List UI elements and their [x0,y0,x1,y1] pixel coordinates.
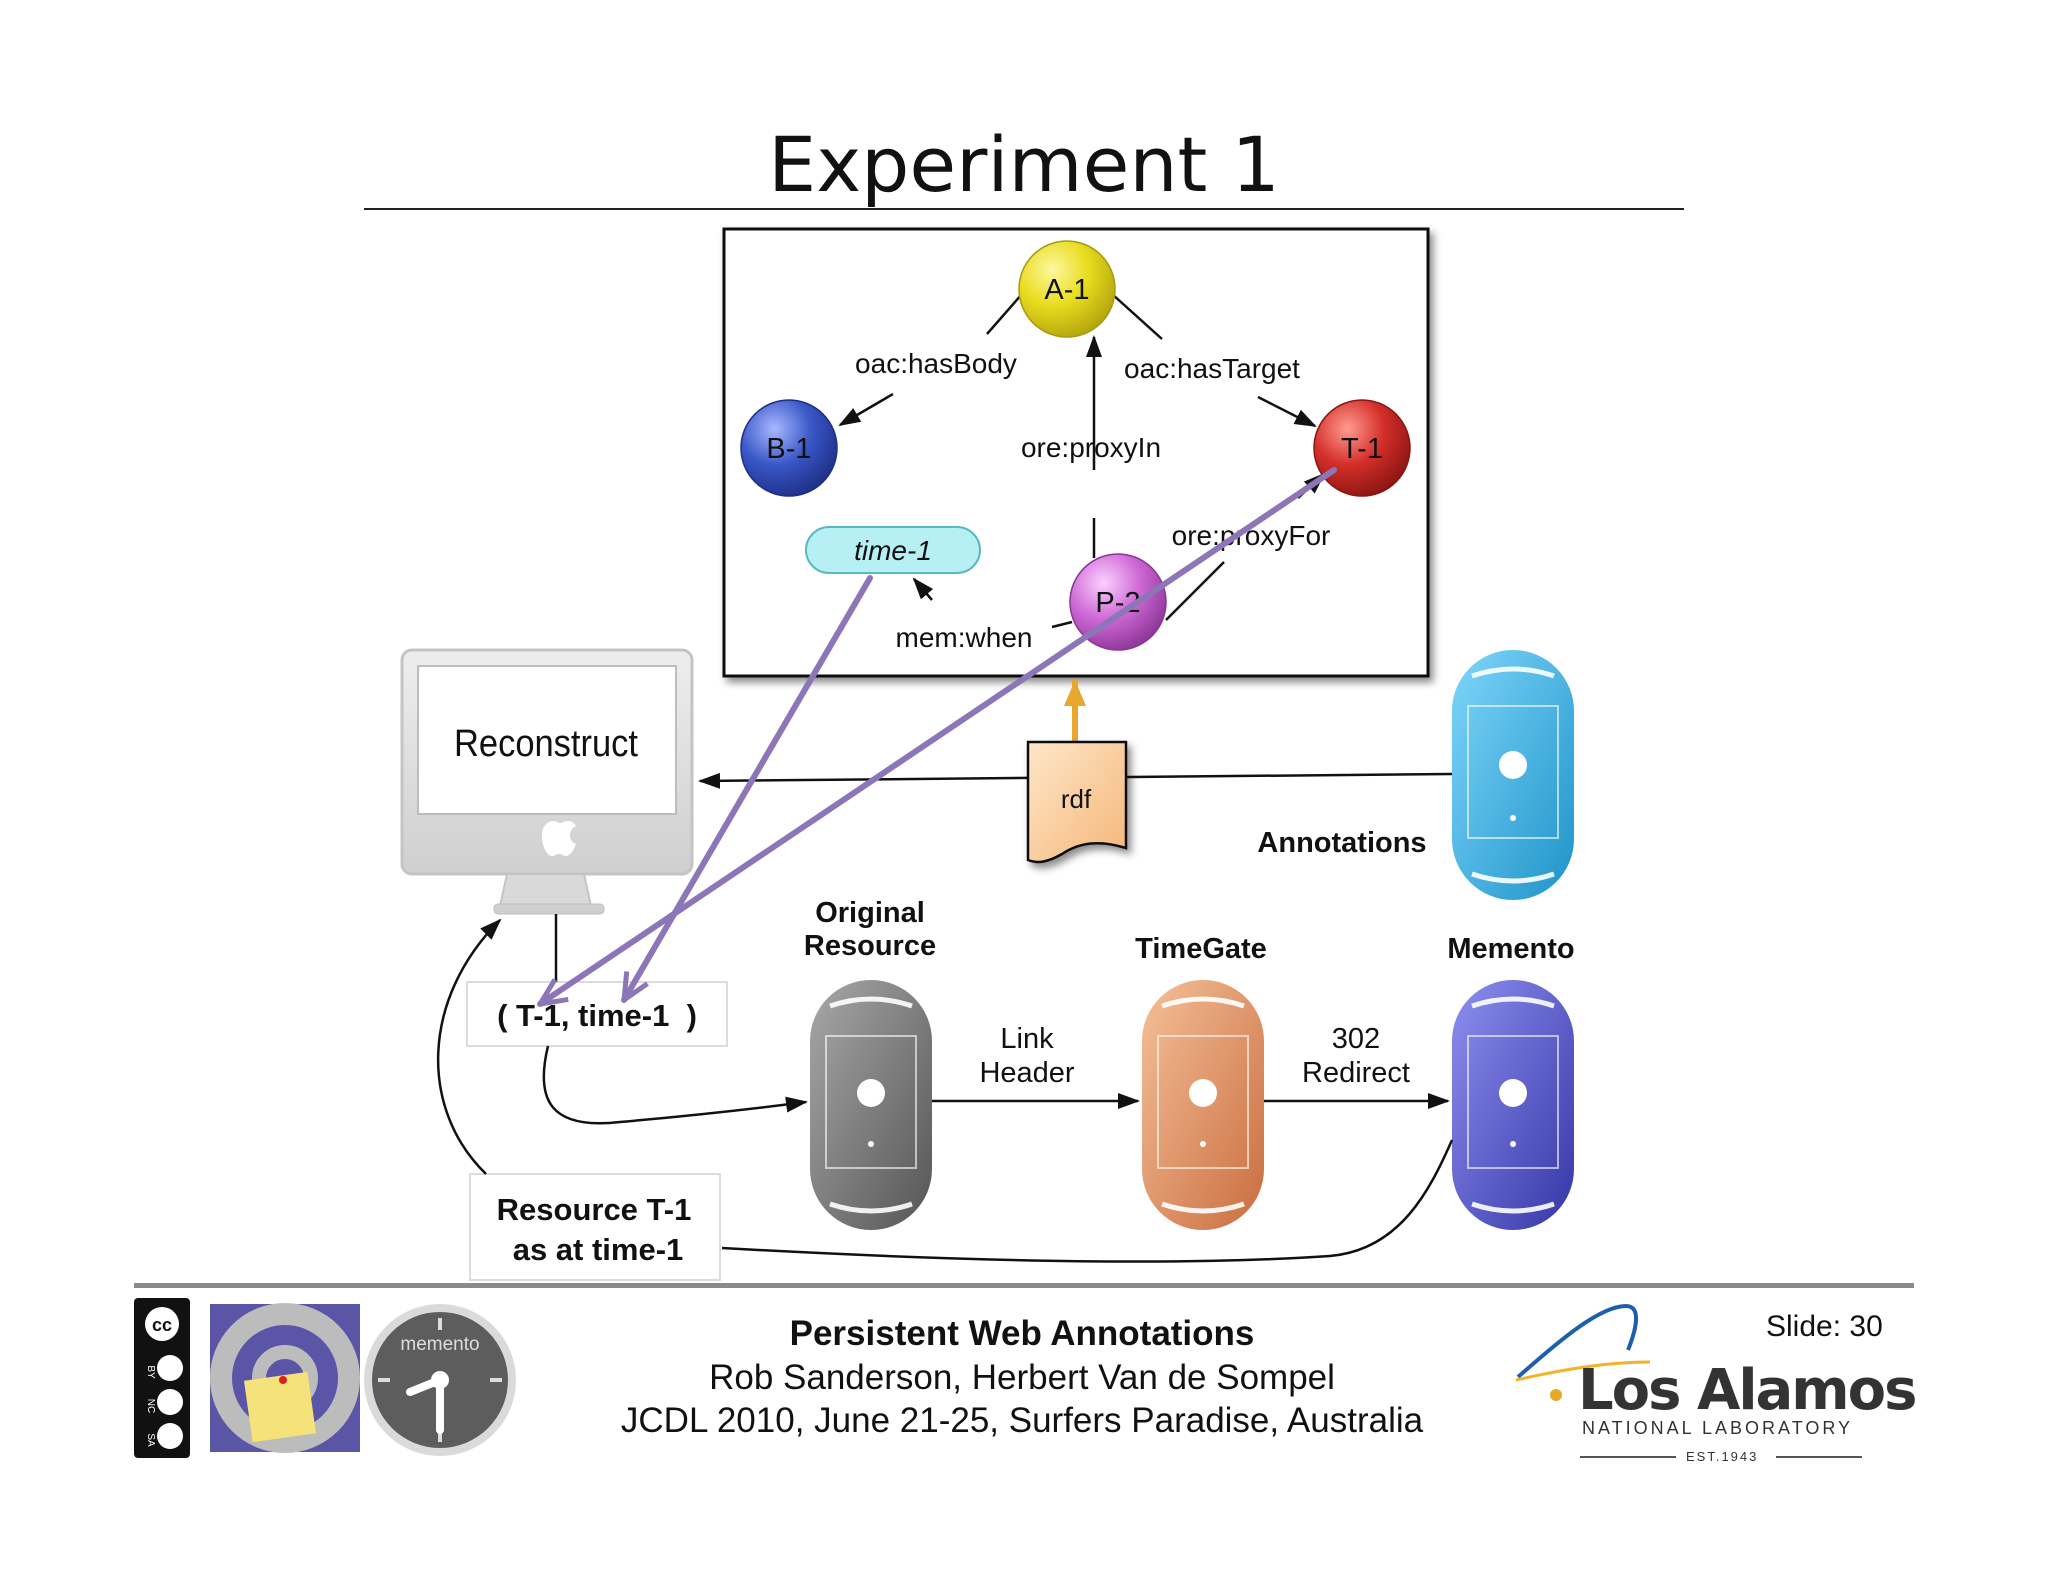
node-t1-label: T-1 [1341,433,1383,465]
node-a1: A-1 [1018,240,1116,338]
annotations-label: Annotations [1257,827,1426,859]
link-header-label-line1: Link [1000,1023,1054,1055]
edge-mem-when-label: mem:when [896,622,1033,653]
footer-venue: JCDL 2010, June 21-25, Surfers Paradise,… [620,1401,1424,1440]
node-time1: time-1 [805,526,981,574]
memento-label: Memento [1447,933,1574,965]
tuple-box: ( T-1, time-1 ) [466,981,728,1047]
resource-at-time-box: Resource T-1 as at time-1 [469,1173,721,1281]
purple-mapping-arrows [540,467,1337,1004]
svg-text:cc: cc [152,1315,172,1335]
resource-label-line2: as at time-1 [513,1232,684,1267]
slide-title: Experiment 1 [768,120,1280,209]
license-by-text: BY [145,1365,156,1379]
sticky-note-icon [243,1371,317,1443]
original-resource-label-line2: Resource [804,930,936,962]
memento-clock-text: memento [400,1334,479,1355]
footer-divider [134,1283,1914,1288]
timegate-server [1142,980,1264,1230]
lanl-logo-name: Los Alamos [1578,1358,1917,1423]
timegate-label: TimeGate [1135,933,1267,965]
node-t1: T-1 [1313,399,1411,497]
node-b1-label: B-1 [766,433,811,465]
reconstruct-computer: Reconstruct [400,648,694,915]
resource-label-line1: Resource T-1 [497,1192,692,1227]
rdf-label: rdf [1061,784,1092,814]
lanl-logo-swoosh [1515,1303,1862,1458]
nc-icon [157,1389,183,1415]
tuple-label: ( T-1, time-1 ) [497,998,697,1033]
title-divider [364,208,1684,210]
redirect-label-line2: Redirect [1302,1057,1410,1089]
original-resource-server [810,980,932,1230]
rdf-document-icon: rdf [1026,740,1128,864]
lanl-logo-subtitle: NATIONAL LABORATORY [1582,1418,1854,1438]
license-nc-text: NC [145,1399,156,1413]
apple-logo-icon [542,821,576,856]
edge-proxy-in-label: ore:proxyIn [1021,432,1161,463]
footer-authors: Rob Sanderson, Herbert Van de Sompel [709,1358,1335,1397]
annotations-server [1452,650,1574,900]
edge-has-target-label: oac:hasTarget [1124,353,1300,384]
reconstruct-label: Reconstruct [454,723,638,765]
lanl-logo-established: EST.1943 [1686,1449,1759,1464]
sa-icon [157,1423,183,1449]
annotation-project-logo [210,1303,360,1453]
link-header-label-line2: Header [979,1057,1074,1089]
node-time1-label: time-1 [854,535,932,566]
original-resource-label-line1: Original [815,897,925,929]
footer-presentation-title: Persistent Web Annotations [789,1314,1255,1353]
node-a1-label: A-1 [1044,274,1089,306]
graph-edges [838,293,1326,629]
memento-server [1452,980,1574,1230]
node-b1: B-1 [740,399,838,497]
request-response-curves [437,914,1454,1263]
memento-clock-logo: memento [364,1304,516,1456]
cc-license-badge: cc BY NC SA [134,1298,190,1458]
by-icon [157,1355,183,1381]
redirect-label-line1: 302 [1332,1023,1380,1055]
edge-has-body-label: oac:hasBody [855,348,1017,379]
slide-number: Slide: 30 [1766,1310,1883,1343]
license-sa-text: SA [145,1433,156,1447]
